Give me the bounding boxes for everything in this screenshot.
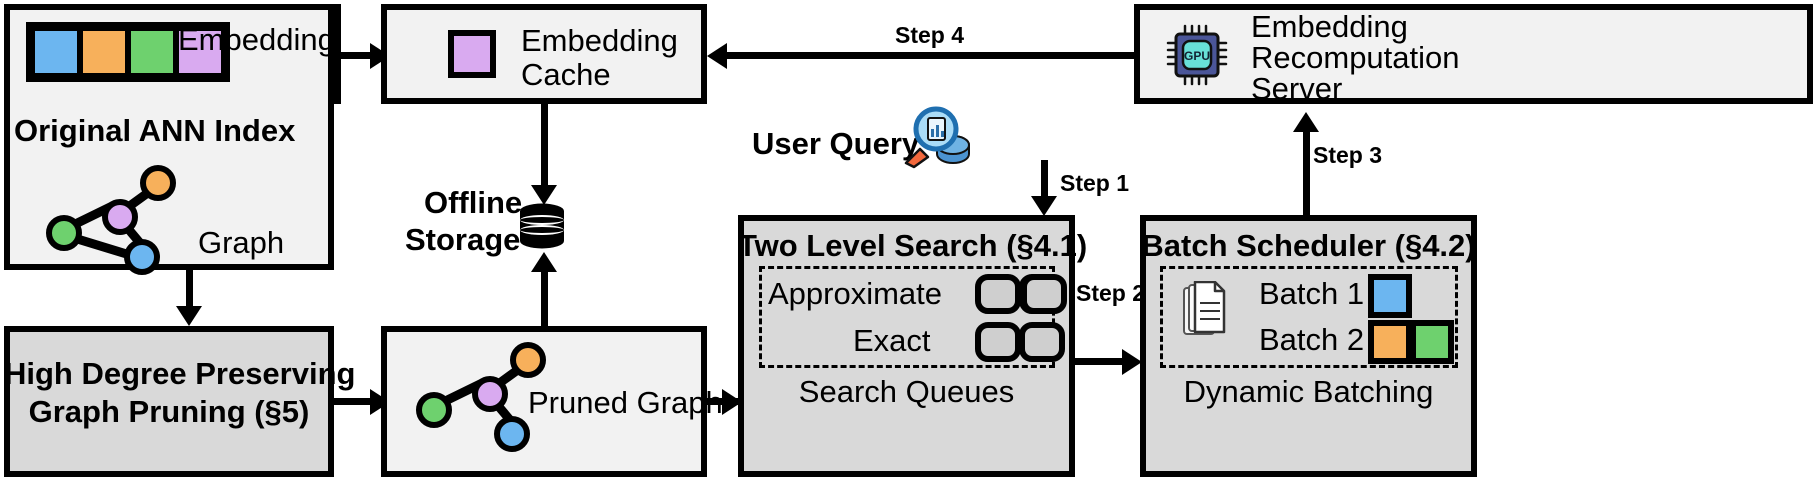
arrow-step3-head (1293, 112, 1319, 132)
recomputation-server-line3: Server (1251, 71, 1343, 106)
graph-node-orange (510, 342, 546, 378)
graph-pruning-title-line1: High Degree Preserving (4, 356, 356, 391)
pruned-graph-figure (410, 342, 546, 454)
svg-text:GPU: GPU (1184, 49, 1210, 63)
embedding-cache-box (381, 4, 707, 104)
graph-node-green (46, 215, 82, 251)
documents-stack-icon (1183, 280, 1231, 343)
graph-node-purple (472, 376, 508, 412)
graph-label: Graph (198, 225, 285, 260)
arrow-step3-line (1303, 125, 1310, 217)
graph-node-orange (140, 165, 176, 201)
graph-pruning-title-line2: Graph Pruning (§5) (28, 394, 310, 429)
gpu-chip-icon: GPU (1166, 24, 1228, 86)
original-graph-figure (40, 165, 176, 275)
batch-scheduler-title: Batch Scheduler (§4.2) (1141, 228, 1476, 263)
embedding-cache-label-line1: Embedding (521, 23, 678, 58)
arrow-prunedgraph-to-storage-line (541, 262, 548, 326)
dynamic-batching-dashed-region (1160, 266, 1458, 368)
embedding-vector-swatches (26, 22, 230, 82)
magnifier-document-database-icon (900, 105, 972, 169)
recomputation-server-box (1134, 4, 1813, 104)
user-query-label: User Query (752, 126, 920, 161)
step3-label: Step 3 (1313, 142, 1383, 168)
arrow-index-to-cache-line (334, 52, 374, 59)
arrow-index-to-pruning-head (176, 306, 202, 326)
graph-node-blue (124, 239, 160, 275)
exact-queue-slot (975, 322, 1021, 362)
graph-node-purple (102, 199, 138, 235)
embedding-cache-swatch (448, 30, 496, 78)
search-row-label-approximate: Approximate (768, 276, 943, 311)
embedding-cell-green (128, 28, 176, 76)
graph-node-green (416, 392, 452, 428)
arrow-cache-to-storage-head (531, 185, 557, 205)
arrow-prunedgraph-to-search-head (722, 389, 742, 415)
arrow-step1-head (1031, 196, 1057, 216)
offline-storage-label-line1: Offline (424, 185, 523, 220)
batch-2-swatch-green (1410, 320, 1454, 364)
batch-2-swatch-orange (1368, 320, 1412, 364)
arrow-pruning-to-prunedgraph-line (334, 398, 376, 405)
approximate-queue-slot (975, 274, 1021, 314)
step2-label: Step 2 (1076, 280, 1146, 306)
arrow-index-to-pruning-line (186, 270, 193, 310)
batch-1-swatch-blue (1368, 274, 1412, 318)
step4-label: Step 4 (895, 22, 965, 48)
recomputation-server-line2: Recomputation (1251, 40, 1460, 75)
exact-queue-slot (1019, 322, 1065, 362)
search-queues-footer: Search Queues (798, 374, 1015, 409)
embedding-cell-blue (32, 28, 80, 76)
step1-label: Step 1 (1060, 170, 1130, 196)
graph-pruning-box (4, 326, 334, 477)
database-cylinder-icon (518, 203, 566, 249)
arrow-step1-line (1041, 160, 1048, 200)
offline-storage-label-line2: Storage (405, 222, 521, 257)
embedding-cache-label-line2: Cache (521, 57, 611, 92)
batch-1-label: Batch 1 (1259, 276, 1365, 311)
two-level-search-title: Two Level Search (§4.1) (738, 228, 1088, 263)
arrow-cache-to-storage-line (541, 104, 548, 189)
arrow-step2-head (1122, 349, 1142, 375)
dynamic-batching-footer: Dynamic Batching (1183, 374, 1434, 409)
arrow-prunedgraph-to-storage-head (531, 252, 557, 272)
embedding-cell-purple (176, 28, 224, 76)
search-queues-dashed-region (759, 266, 1055, 368)
arrow-step2-line (1075, 358, 1132, 365)
recomputation-server-line1: Embedding (1251, 9, 1408, 44)
pruned-graph-label: Pruned Graph (528, 385, 723, 420)
search-row-label-exact: Exact (853, 323, 931, 358)
arrow-step4-head (707, 43, 727, 69)
embedding-cell-orange (80, 28, 128, 76)
batch-2-label: Batch 2 (1259, 322, 1365, 357)
arrow-step4-line (725, 52, 1134, 59)
original-ann-index-title: Original ANN Index (14, 113, 296, 148)
approximate-queue-slot (1021, 274, 1067, 314)
graph-node-blue (494, 416, 530, 452)
embedding-label: Embedding (178, 22, 335, 57)
